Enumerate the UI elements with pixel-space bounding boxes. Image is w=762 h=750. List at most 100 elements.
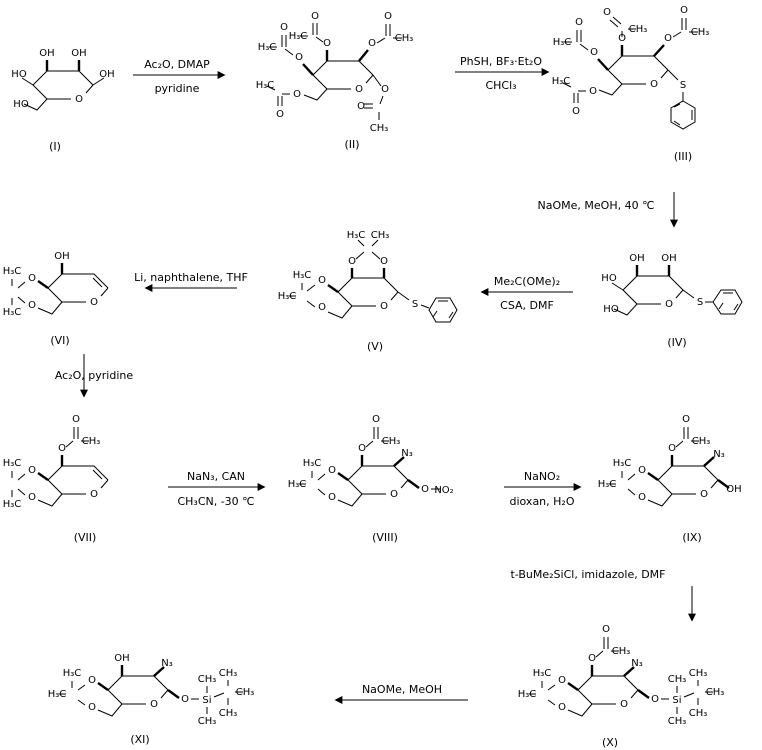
atom-label: OH <box>114 653 129 664</box>
atom-label: O <box>280 22 288 33</box>
ring-bonds <box>622 275 684 305</box>
ring-bonds <box>47 273 109 303</box>
atom-label: CH₃ <box>395 33 414 44</box>
atom-label: CH₃ <box>219 708 238 719</box>
arrow-9: t-BuMe₂SiCl, imidazole, DMF <box>510 568 696 622</box>
atom-label: H₃C <box>552 76 571 87</box>
atom-label: O <box>311 11 319 22</box>
atom-label: H₃C <box>278 291 297 302</box>
atom-label: S <box>697 297 703 308</box>
atom-label: H₃C <box>258 42 277 53</box>
atom-label: H₃C <box>347 230 366 241</box>
bonds <box>266 23 402 120</box>
arrow-7: NaN₃, CAN CH₃CN, -30 ℃ <box>168 470 266 508</box>
bonds <box>289 239 430 319</box>
ring-bonds <box>32 70 94 100</box>
ring-bonds <box>347 465 409 495</box>
atom-label: H₃C <box>303 458 322 469</box>
atom-label: O <box>150 699 158 710</box>
arrow-1: Ac₂O, DMAP pyridine <box>133 58 226 95</box>
reagent-a7-line2: CH₃CN, -30 ℃ <box>177 495 254 508</box>
atom-label: NO₂ <box>434 485 453 496</box>
phenyl-ring <box>712 289 743 315</box>
atom-label: CH₃ <box>236 687 255 698</box>
atom-label: O <box>358 443 366 454</box>
atom-label: CH₃ <box>692 436 711 447</box>
phenyl-ring <box>428 297 458 323</box>
atom-label: CH₃ <box>689 708 708 719</box>
ring-bonds <box>657 465 719 495</box>
atom-label: O <box>90 489 98 500</box>
atom-label: O <box>58 443 66 454</box>
atom-label: O <box>700 489 708 500</box>
compound-label-IV: (IV) <box>667 336 686 349</box>
ring-bonds <box>577 675 639 705</box>
wedge-bonds <box>97 665 180 699</box>
wedge-bonds <box>647 455 730 489</box>
wedge-bonds <box>37 455 64 481</box>
ring-bonds <box>107 675 169 705</box>
arrow-8: NaNO₂ dioxan, H₂O <box>504 470 582 508</box>
arrow-6: Ac₂O, pyridine <box>55 354 133 398</box>
arrow-10: NaOMe, MeOH <box>334 683 468 704</box>
wedge-bonds <box>567 665 650 699</box>
wedge-bonds <box>37 263 64 289</box>
atom-label: O <box>602 624 610 635</box>
atom-label: OH <box>39 48 54 59</box>
atom-label: O <box>88 675 96 686</box>
atom-label: O <box>572 106 580 117</box>
arrow-4: Me₂C(OMe)₂ CSA, DMF <box>480 275 573 312</box>
atom-label: H₃C <box>3 266 22 277</box>
compound-label-I: (I) <box>49 140 61 153</box>
atom-label: CH₃ <box>198 674 217 685</box>
compound-label-XI: (XI) <box>130 733 149 746</box>
reagent-a10-line1: NaOMe, MeOH <box>362 683 442 696</box>
atom-label: S <box>680 80 686 91</box>
arrow-3: NaOMe, MeOH, 40 ℃ <box>538 192 678 228</box>
atom-label: OH <box>661 253 676 264</box>
atom-label: CH₃ <box>82 436 101 447</box>
atom-label: CH₃ <box>691 27 710 38</box>
atom-label: O <box>295 52 303 63</box>
reagent-a2-line2: CHCl₃ <box>485 79 516 92</box>
atom-label: O <box>575 17 583 28</box>
atom-label: N₃ <box>713 449 725 460</box>
atom-label: O <box>384 11 392 22</box>
atom-label: OH <box>54 251 69 262</box>
atom-label: O <box>618 33 626 44</box>
atom-label: N₃ <box>161 658 173 669</box>
atom-label: O <box>603 7 611 18</box>
atom-label: HO <box>11 69 27 80</box>
atom-label: O <box>421 484 429 495</box>
atom-label: O <box>357 101 365 112</box>
reagent-a5-line1: Li, naphthalene, THF <box>134 271 248 284</box>
atom-label: O <box>368 38 376 49</box>
atom-label: H₃C <box>256 80 275 91</box>
atom-label: OH <box>629 253 644 264</box>
atom-label: O <box>638 492 646 503</box>
reagent-a7-line1: NaN₃, CAN <box>187 470 245 483</box>
reagent-a3-line1: NaOMe, MeOH, 40 ℃ <box>538 199 655 212</box>
compound-label-II: (II) <box>344 138 359 151</box>
arrow-5: Li, naphthalene, THF <box>134 271 248 292</box>
ring-bonds <box>312 60 374 90</box>
bonds <box>21 77 105 111</box>
bonds <box>609 427 699 507</box>
atom-label: CH₃ <box>198 716 217 727</box>
bonds <box>529 637 713 717</box>
atom-label: CH₃ <box>689 668 708 679</box>
atom-label: O <box>651 694 659 705</box>
atom-label: H₃C <box>63 668 82 679</box>
atom-label: CH₃ <box>370 123 389 134</box>
atom-label: O <box>28 300 36 311</box>
atom-label: O <box>293 89 301 100</box>
